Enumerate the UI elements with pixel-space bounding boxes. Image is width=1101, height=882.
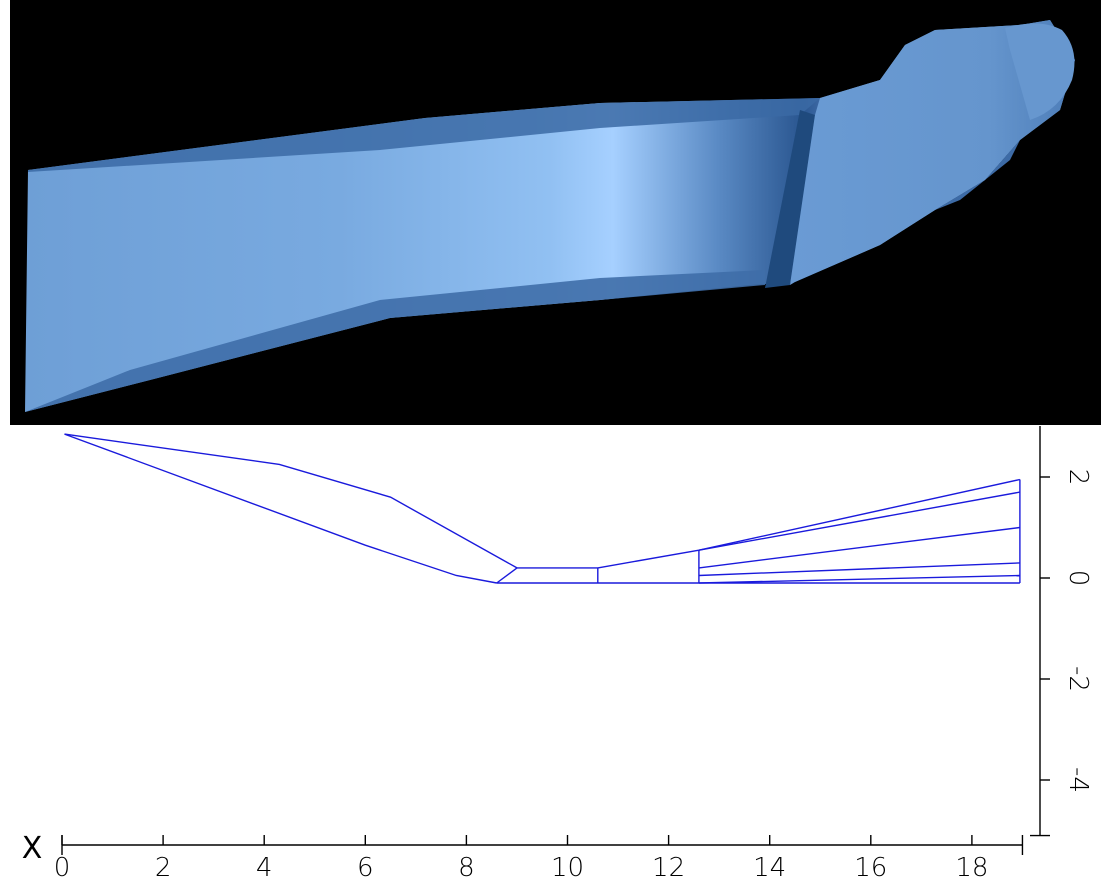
y-tick-label: -4: [1063, 767, 1093, 793]
x-axis-name: X: [22, 831, 43, 866]
x-tick-label: 4: [256, 853, 273, 882]
wireframe-line: [698, 526, 1020, 569]
x-tick-label: 6: [357, 853, 374, 882]
wireframe-lines-group: [64, 433, 1021, 584]
wireframe-line: [496, 567, 518, 584]
duct-lower-inner-face: [25, 270, 765, 412]
wireframe-line: [698, 491, 1021, 551]
x-tick-label: 14: [753, 853, 786, 882]
x-tick-label: 0: [54, 853, 71, 882]
surface-render-panel: [0, 0, 1101, 425]
x-axis: 0 2 4 6 8 10 12 14 16 18 X: [22, 831, 1024, 882]
y-tick-label: 2: [1063, 469, 1093, 486]
x-tick-label: 12: [652, 853, 685, 882]
x-tick-label: 2: [155, 853, 172, 882]
throat-ridge: [765, 110, 815, 288]
wireframe-line: [698, 562, 1020, 577]
duct-tip: [790, 20, 1075, 285]
x-tick-label: 18: [955, 853, 988, 882]
y-axis: 2 0 -2 -4: [1030, 426, 1093, 837]
x-tick-label: 8: [458, 853, 475, 882]
y-tick-label: -2: [1063, 666, 1093, 692]
y-tick-label: 0: [1063, 570, 1093, 587]
tip-cap: [1005, 23, 1075, 121]
wireframe-line: [517, 478, 1021, 569]
wireframe-line: [64, 433, 497, 584]
x-tick-label: 16: [854, 853, 887, 882]
plot-area-backdrop: [0, 0, 10, 425]
duct-upper-inner-face: [28, 98, 820, 172]
wireframe-line: [64, 433, 518, 569]
wireframe-line: [698, 574, 1020, 584]
x-tick-label: 10: [551, 853, 584, 882]
